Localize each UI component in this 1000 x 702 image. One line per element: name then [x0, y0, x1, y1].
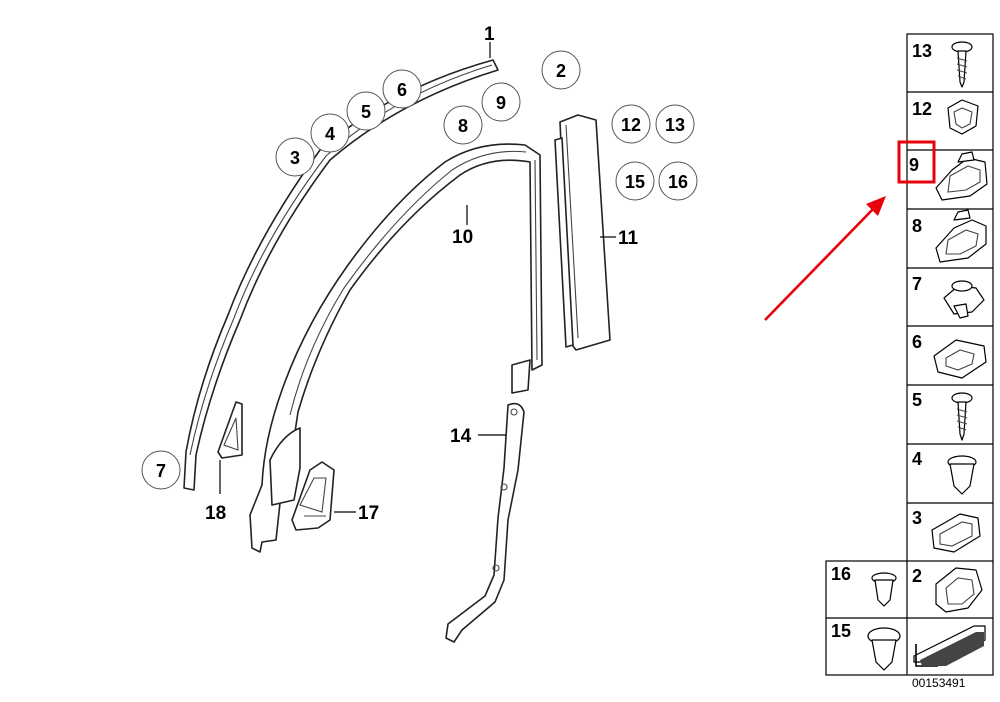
retainer-clip-icon [935, 567, 983, 613]
callout-bubble-4[interactable]: 4 [310, 113, 350, 153]
retainer-clip-icon [935, 209, 987, 263]
legend-row-4[interactable]: 4 [912, 449, 977, 495]
svg-text:8: 8 [458, 116, 468, 136]
screw-icon [951, 392, 973, 441]
callout-bubble-5[interactable]: 5 [346, 91, 386, 131]
svg-text:7: 7 [912, 274, 922, 294]
arrow-head-icon [866, 196, 886, 216]
callout-1: 1 [484, 24, 495, 45]
arrow-icon [764, 205, 877, 321]
svg-text:12: 12 [912, 99, 932, 119]
legend-row-5[interactable]: 5 [912, 390, 973, 441]
svg-text:6: 6 [912, 332, 922, 352]
clip-nut-icon [947, 99, 979, 135]
callout-bubble-6[interactable]: 6 [382, 69, 422, 109]
legend-row-2[interactable]: 2 [912, 566, 983, 613]
part-10-window-frame-seal[interactable] [249, 143, 543, 553]
svg-text:7: 7 [156, 461, 166, 481]
part-14-lower-seal-strip[interactable] [445, 402, 525, 643]
drawing-reference-number: 00153491 [912, 676, 966, 690]
clip-nut-icon [933, 339, 987, 379]
svg-text:9: 9 [496, 93, 506, 113]
legend-row-9[interactable]: 9 [897, 140, 988, 201]
legend-row-12[interactable]: 12 [912, 99, 979, 135]
highlight-box [897, 140, 936, 184]
callout-18: 18 [205, 503, 226, 524]
svg-text:3: 3 [290, 148, 300, 168]
legend-row-3[interactable]: 3 [912, 508, 981, 553]
callout-bubble-15[interactable]: 15 [615, 161, 655, 201]
highlight-arrow [764, 196, 886, 321]
legend-row-15[interactable]: 15 [831, 621, 901, 671]
legend-row-13[interactable]: 13 [912, 41, 973, 88]
svg-text:5: 5 [361, 102, 371, 122]
legend-direction-arrow [913, 625, 986, 667]
svg-text:4: 4 [912, 449, 922, 469]
svg-text:2: 2 [912, 566, 922, 586]
callout-bubble-8[interactable]: 8 [443, 105, 483, 145]
svg-text:2: 2 [556, 61, 566, 81]
expanding-rivet-icon [943, 280, 985, 319]
svg-text:16: 16 [668, 172, 688, 192]
svg-text:4: 4 [325, 124, 335, 144]
callout-bubble-16[interactable]: 16 [658, 161, 698, 201]
svg-text:8: 8 [912, 216, 922, 236]
legend-row-6[interactable]: 6 [912, 332, 987, 379]
expanding-rivet-icon [947, 455, 977, 495]
callout-11: 11 [618, 228, 639, 249]
svg-text:15: 15 [831, 621, 851, 641]
callout-bubble-7[interactable]: 7 [141, 450, 181, 490]
retainer-clip-icon [935, 151, 988, 201]
callout-bubble-3[interactable]: 3 [275, 137, 315, 177]
legend-row-7[interactable]: 7 [912, 274, 985, 319]
retainer-clip-icon [931, 513, 981, 553]
callout-14: 14 [450, 426, 472, 447]
expanding-rivet-icon [871, 572, 897, 607]
callout-10: 10 [452, 227, 473, 248]
svg-text:3: 3 [912, 508, 922, 528]
callout-bubble-2[interactable]: 2 [541, 50, 581, 90]
callout-bubble-13[interactable]: 13 [655, 104, 695, 144]
callout-bubble-9[interactable]: 9 [481, 82, 521, 122]
screw-icon [951, 41, 973, 88]
part-11-b-pillar-trim[interactable] [554, 114, 611, 351]
legend-row-8[interactable]: 8 [912, 209, 987, 263]
svg-text:13: 13 [912, 41, 932, 61]
callout-bubble-12[interactable]: 12 [611, 104, 651, 144]
svg-text:16: 16 [831, 564, 851, 584]
svg-text:9: 9 [909, 155, 919, 175]
part-17-corner-bracket[interactable] [291, 461, 335, 531]
callout-17: 17 [358, 503, 379, 524]
legend-row-16[interactable]: 16 [831, 564, 897, 607]
svg-text:13: 13 [665, 115, 685, 135]
part-18-mirror-triangle[interactable] [217, 401, 243, 459]
expanding-rivet-icon [867, 627, 901, 671]
svg-text:5: 5 [912, 390, 922, 410]
svg-text:6: 6 [397, 80, 407, 100]
svg-text:15: 15 [625, 172, 645, 192]
svg-text:12: 12 [621, 115, 641, 135]
